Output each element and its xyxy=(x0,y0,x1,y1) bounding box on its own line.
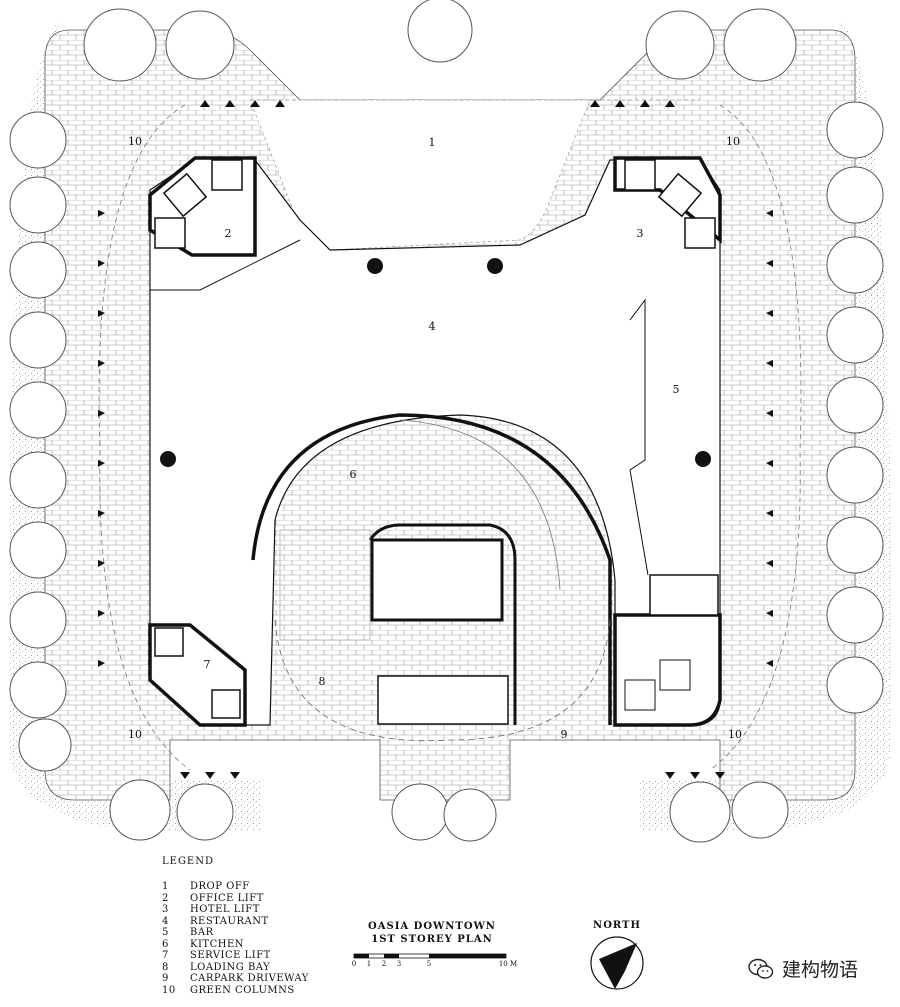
legend-item: 6 KITCHEN xyxy=(162,939,309,951)
legend-item-number: 7 xyxy=(162,950,169,961)
restaurant-boundary xyxy=(150,239,301,291)
legend-item: 7 SERVICE LIFT xyxy=(162,950,309,962)
trees xyxy=(9,0,884,843)
ramp-arc xyxy=(399,419,561,591)
north-arrow: NORTH xyxy=(585,920,649,999)
legend-item-number: 8 xyxy=(162,961,169,973)
wechat-icon xyxy=(748,958,774,979)
scale-tick: 2 xyxy=(382,960,386,968)
room-number-5: 5 xyxy=(673,383,680,396)
legend-item-label: DROP OFF xyxy=(190,881,250,892)
legend-item-number: 5 xyxy=(162,927,169,938)
legend-title: LEGEND xyxy=(162,856,214,867)
scale-tick: 1 xyxy=(367,960,371,968)
room-number-8: 8 xyxy=(319,675,326,688)
legend-item-label: LOADING BAY xyxy=(190,961,271,973)
scale-tick: 0 xyxy=(352,960,356,968)
legend-item-number: 6 xyxy=(162,938,169,950)
legend-item-label: OFFICE LIFT xyxy=(190,892,264,904)
green-column-ring xyxy=(98,104,802,771)
legend-item-number: 10 xyxy=(162,984,176,996)
legend-item-number: 9 xyxy=(162,973,169,984)
legend-item-label: HOTEL LIFT xyxy=(190,904,260,915)
room-number-labels: 1 2 3 4 5 6 7 8 9 10 10 10 10 xyxy=(128,135,742,741)
legend-item-label: RESTAURANT xyxy=(190,915,269,927)
north-label: NORTH xyxy=(593,920,641,931)
toilet-core xyxy=(613,574,722,727)
room-number-4: 4 xyxy=(429,320,436,333)
office-lift-core xyxy=(148,156,257,257)
room-number-10-sw: 10 xyxy=(128,728,142,741)
legend-item: 8 LOADING BAY xyxy=(162,962,309,974)
legend-item-number: 2 xyxy=(162,892,169,904)
service-core xyxy=(370,538,504,622)
core-outer-wall xyxy=(251,413,612,725)
room-number-6: 6 xyxy=(350,468,357,481)
loading-bay-box xyxy=(377,675,509,725)
scale-tick: 5 xyxy=(427,960,431,968)
legend-item-number: 4 xyxy=(162,915,169,927)
legend-item: 3 HOTEL LIFT xyxy=(162,904,309,916)
column xyxy=(695,451,711,467)
green-column-markers xyxy=(98,100,773,779)
core-inner-wall xyxy=(368,523,517,725)
scale-tick: 10 M xyxy=(499,960,517,968)
north-arrow-icon xyxy=(590,936,644,990)
legend-item-label: KITCHEN xyxy=(190,938,245,950)
legend-item: 4 RESTAURANT xyxy=(162,916,309,928)
room-number-2: 2 xyxy=(225,227,232,240)
scale-tick: 3 xyxy=(397,960,401,968)
legend-item-number: 1 xyxy=(162,881,169,892)
legend-item: 9 CARPARK DRIVEWAY xyxy=(162,973,309,985)
scale-bar: 0 1 2 3 5 10 M xyxy=(352,953,517,968)
hotel-lift-core xyxy=(613,156,722,249)
room-number-10-nw: 10 xyxy=(128,135,142,148)
legend-item: 2 OFFICE LIFT xyxy=(162,893,309,905)
floor-plan: 1 2 3 4 5 6 7 8 9 10 10 10 10 xyxy=(9,0,891,843)
column xyxy=(487,258,503,274)
drawing-title-block: OASIA DOWNTOWN 1ST STOREY PLAN xyxy=(352,920,512,946)
drawing-subtitle: 1ST STOREY PLAN xyxy=(371,934,493,945)
legend-item: 1 DROP OFF xyxy=(162,881,309,893)
room-number-7: 7 xyxy=(204,658,211,671)
room-number-3: 3 xyxy=(637,227,644,240)
legend-item: 10 GREEN COLUMNS xyxy=(162,985,309,997)
drawing-title: OASIA DOWNTOWN xyxy=(368,921,496,932)
service-lift-core xyxy=(148,623,247,727)
bar-wall xyxy=(629,298,649,576)
legend-item-label: SERVICE LIFT xyxy=(190,950,271,961)
room-number-1: 1 xyxy=(429,136,436,149)
room-number-10-se: 10 xyxy=(728,728,742,741)
legend-item: 5 BAR xyxy=(162,927,309,939)
driveway-arc xyxy=(274,619,611,742)
kitchen-zone xyxy=(279,529,371,641)
watermark: 建构物语 xyxy=(748,955,858,982)
room-number-10-ne: 10 xyxy=(726,135,740,148)
room-number-9: 9 xyxy=(561,728,568,741)
legend-item-number: 3 xyxy=(162,904,169,915)
watermark-text: 建构物语 xyxy=(782,959,859,981)
legend-item-label: CARPARK DRIVEWAY xyxy=(190,973,309,984)
column xyxy=(160,451,176,467)
legend-item-label: BAR xyxy=(190,927,214,938)
legend-list: 1 DROP OFF 2 OFFICE LIFT 3 HOTEL LIFT 4 RESTAUR… xyxy=(162,881,309,996)
column xyxy=(367,258,383,274)
legend-item-label: GREEN COLUMNS xyxy=(190,984,295,996)
